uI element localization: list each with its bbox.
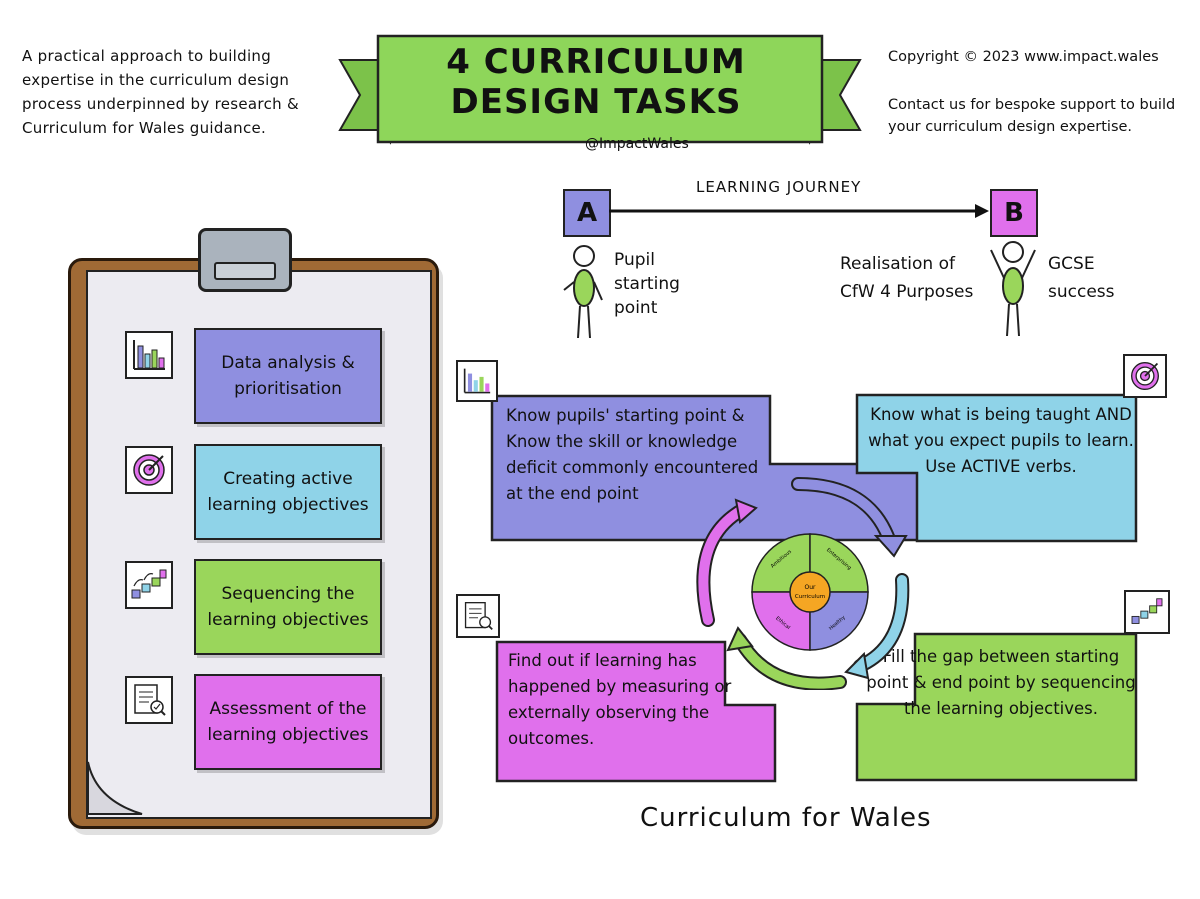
copyright-text: Copyright © 2023 www.impact.wales — [888, 49, 1159, 65]
step-sequencing: Sequencing the learning objectives — [194, 559, 382, 655]
footer-label: Curriculum for Wales — [640, 803, 932, 833]
pupil-figure — [563, 245, 603, 339]
steps-icon — [125, 561, 173, 609]
wheel-center-label-2: Curriculum — [795, 594, 825, 600]
paper-curl — [87, 761, 143, 815]
target-icon — [1123, 354, 1167, 398]
steps-icon — [1124, 590, 1170, 634]
clipboard-clip-slot — [214, 262, 276, 280]
clipboard-clip — [198, 228, 292, 292]
pupil-caption: Pupil starting point — [614, 250, 680, 318]
social-handle: @ImpactWales — [585, 136, 689, 152]
curriculum-wheel: Our Curriculum Ambitious Enterprising Et… — [751, 533, 869, 651]
quadrant-bottom-left-text: Find out if learning has happened by mea… — [508, 651, 732, 748]
quadrant-top-right-text: Know what is being taught AND what you e… — [868, 405, 1134, 476]
journey-arrow — [609, 204, 989, 218]
cycle-arrows — [696, 477, 910, 690]
title-banner — [338, 34, 862, 145]
quadrant-bottom-right-text: Fill the gap between starting point & en… — [866, 647, 1136, 718]
document-check-icon — [456, 594, 500, 638]
intro-text: A practical approach to building experti… — [22, 47, 299, 137]
journey-end-box: B — [990, 189, 1038, 237]
bar-chart-icon — [456, 360, 498, 402]
realisation-caption: Realisation of CfW 4 Purposes — [840, 254, 974, 302]
step-data-analysis: Data analysis & prioritisation — [194, 328, 382, 424]
wheel-center-label: Our — [805, 584, 817, 591]
quadrant-bottom-right-shape — [855, 632, 1138, 782]
quadrant-top-left-text: Know pupils' starting point & Know the s… — [506, 406, 759, 503]
target-icon — [125, 446, 173, 494]
contact-text: Contact us for bespoke support to build … — [888, 97, 1176, 135]
success-figure — [990, 241, 1036, 337]
quadrant-bottom-left-shape — [495, 640, 777, 783]
document-check-icon — [125, 676, 173, 724]
bar-chart-icon — [125, 331, 173, 379]
journey-start-box: A — [563, 189, 611, 237]
step-assessment: Assessment of the learning objectives — [194, 674, 382, 770]
page-title: 4 CURRICULUM DESIGN TASKS — [446, 42, 746, 122]
journey-label: LEARNING JOURNEY — [696, 178, 862, 196]
step-active-objectives: Creating active learning objectives — [194, 444, 382, 540]
gcse-caption: GCSE success — [1048, 254, 1115, 302]
